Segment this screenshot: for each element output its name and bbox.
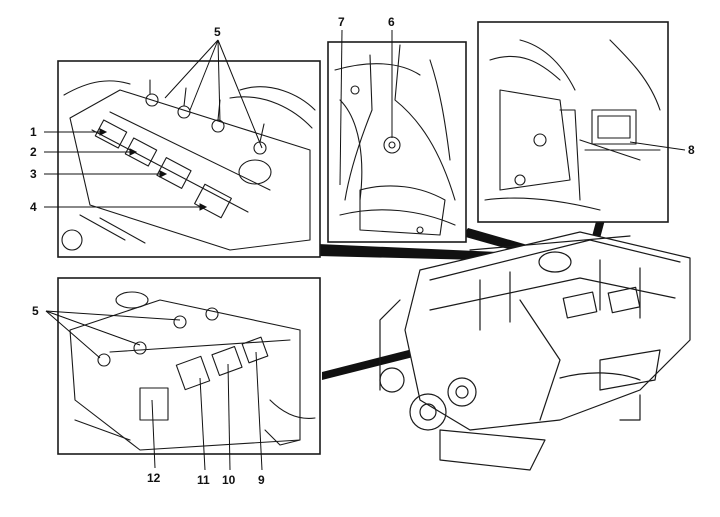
callout-6: 6 — [388, 15, 395, 29]
callout-7: 7 — [338, 15, 345, 29]
callout-1: 1 — [30, 125, 37, 139]
callout-labels: 1 2 3 4 5 6 7 8 5 9 10 11 12 — [30, 15, 695, 487]
inset-top-middle — [327, 41, 467, 243]
callout-12: 12 — [147, 471, 161, 485]
callout-8: 8 — [688, 143, 695, 157]
callout-3: 3 — [30, 167, 37, 181]
callout-2: 2 — [30, 145, 37, 159]
inset-top-left — [57, 60, 321, 258]
inset-bottom-left — [57, 277, 321, 455]
callout-5-bottom: 5 — [32, 304, 39, 318]
callout-4: 4 — [30, 200, 37, 214]
callout-9: 9 — [258, 473, 265, 487]
callout-10: 10 — [222, 473, 236, 487]
inset-top-right — [477, 21, 669, 223]
callout-11: 11 — [197, 473, 210, 487]
callout-5-top: 5 — [214, 25, 221, 39]
engine-block — [379, 231, 691, 471]
leader-lines — [44, 29, 686, 471]
